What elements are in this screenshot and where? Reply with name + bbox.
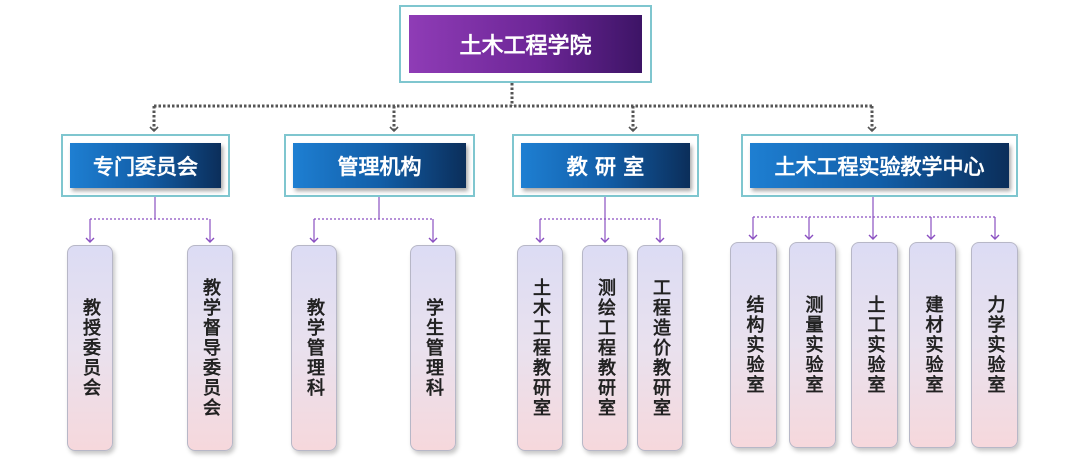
leaf-building-materials-lab: 建材实验室 bbox=[909, 242, 956, 448]
department-label: 专门委员会 bbox=[93, 154, 198, 179]
department-node-special-committee: 专门委员会 bbox=[61, 134, 230, 197]
department-label: 教 研 室 bbox=[566, 154, 645, 179]
root-node: 土木工程学院 bbox=[409, 15, 642, 73]
department-box: 教 研 室 bbox=[521, 143, 690, 188]
department-label: 土木工程实验教学中心 bbox=[774, 154, 985, 179]
department-node-lab-center: 土木工程实验教学中心 bbox=[741, 134, 1018, 197]
department-node-teaching-research: 教 研 室 bbox=[512, 134, 699, 197]
leaf-professor-committee: 教授委员会 bbox=[67, 245, 113, 451]
leaf-label: 土木工程教研室 bbox=[530, 278, 551, 418]
leaf-label: 学生管理科 bbox=[423, 298, 444, 398]
leaf-label: 工程造价教研室 bbox=[650, 278, 671, 418]
department-box: 管理机构 bbox=[293, 143, 466, 188]
leaf-label: 力学实验室 bbox=[984, 295, 1006, 395]
department-box: 土木工程实验教学中心 bbox=[750, 143, 1009, 188]
leaf-student-management-section: 学生管理科 bbox=[410, 245, 456, 451]
root-node-frame: 土木工程学院 bbox=[399, 5, 652, 83]
leaf-civil-engineering-office: 土木工程教研室 bbox=[517, 245, 563, 451]
leaf-structure-lab: 结构实验室 bbox=[730, 242, 777, 448]
root-node-label: 土木工程学院 bbox=[459, 34, 592, 59]
leaf-label: 测绘工程教研室 bbox=[595, 278, 616, 418]
leaf-cost-engineering-office: 工程造价教研室 bbox=[637, 245, 683, 451]
department-connectors bbox=[85, 197, 1000, 243]
leaf-label: 教学督导委员会 bbox=[200, 278, 221, 418]
root-connectors bbox=[149, 83, 877, 133]
department-label: 管理机构 bbox=[337, 154, 422, 179]
leaf-label: 教授委员会 bbox=[80, 298, 101, 398]
leaf-label: 土工实验室 bbox=[864, 295, 886, 395]
department-box: 专门委员会 bbox=[70, 143, 221, 188]
leaf-label: 教学管理科 bbox=[304, 298, 325, 398]
leaf-geotechnical-lab: 土工实验室 bbox=[851, 242, 898, 448]
leaf-surveying-engineering-office: 测绘工程教研室 bbox=[582, 245, 628, 451]
leaf-teaching-supervision-committee: 教学督导委员会 bbox=[187, 245, 233, 451]
leaf-label: 建材实验室 bbox=[922, 295, 944, 395]
leaf-surveying-lab: 测量实验室 bbox=[789, 242, 836, 448]
department-node-management: 管理机构 bbox=[284, 134, 475, 197]
leaf-mechanics-lab: 力学实验室 bbox=[971, 242, 1018, 448]
leaf-teaching-management-section: 教学管理科 bbox=[291, 245, 337, 451]
leaf-label: 结构实验室 bbox=[743, 295, 765, 395]
leaf-label: 测量实验室 bbox=[802, 295, 824, 395]
